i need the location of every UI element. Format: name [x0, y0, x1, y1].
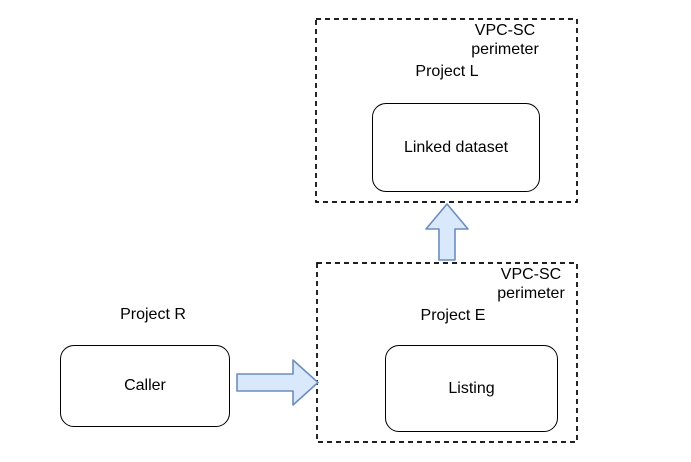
- dashed-perimeter-border: [315, 18, 578, 203]
- perimeter-label-top: VPC-SC perimeter: [471, 22, 539, 58]
- linked-dataset-node-label: Linked dataset: [403, 138, 509, 156]
- listing-to-linked-dataset-arrow-icon: [425, 203, 469, 261]
- project-r-label: Project R: [120, 306, 186, 323]
- vpc-sc-perimeter-top: VPC-SC perimeter Project L Linked datase…: [315, 18, 578, 203]
- project-l-label: Project L: [415, 63, 479, 80]
- listing-node: Listing: [385, 345, 558, 432]
- project-e-label: Project E: [420, 307, 486, 324]
- perimeter-label-bottom: VPC-SC perimeter: [497, 266, 565, 302]
- caller-node: Caller: [60, 345, 230, 427]
- dashed-perimeter-border: [316, 262, 578, 443]
- linked-dataset-node: Linked dataset: [372, 103, 540, 192]
- caller-node-label: Caller: [124, 377, 166, 394]
- listing-node-label: Listing: [448, 379, 495, 397]
- caller-to-listing-arrow-icon: [236, 359, 319, 406]
- vpc-sc-perimeter-bottom: VPC-SC perimeter Project E Listing: [316, 262, 578, 443]
